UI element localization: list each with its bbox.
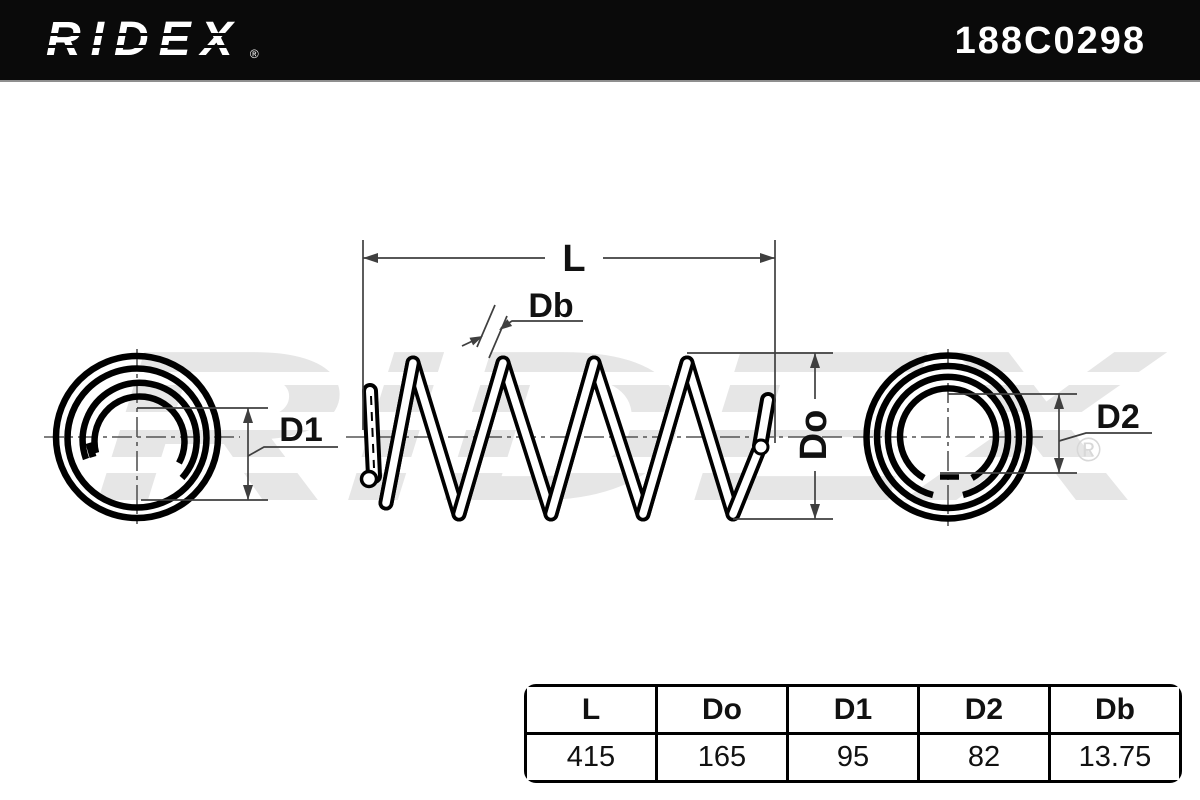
table-value-row: 415 165 95 82 13.75 [527,735,1179,780]
arrowhead [363,253,378,263]
arrowhead [760,253,775,263]
dimension-Do: Do [687,352,835,520]
wire-end-left [359,383,382,489]
arrowhead [1054,458,1064,473]
dimension-label-D2: D2 [1096,398,1139,436]
wire-end-cap [752,438,770,456]
wire-end-cap [359,469,379,489]
header-bar: RIDEX ® 188C0298 [0,0,1200,82]
dimension-label-Db: Db [528,287,573,325]
spring-coil-ring [884,373,1012,499]
arrowhead [810,504,820,519]
watermark-registered-mark: ® [1076,431,1101,469]
arrowhead [243,485,253,500]
wire-end-cap [85,442,97,458]
table-header-row: L Do D1 D2 Db [527,687,1179,735]
value-Db: 13.75 [1050,735,1179,780]
col-header-D1: D1 [788,687,920,735]
dimension-label-D1: D1 [279,411,322,449]
col-header-Do: Do [657,687,789,735]
hidden-edge-line [370,395,375,469]
value-L: 415 [527,735,658,780]
arrowhead [469,336,483,346]
spring-coil-ring [863,352,1033,522]
dimension-L: L [362,238,776,443]
col-header-D2: D2 [919,687,1051,735]
spring-coil-ring [79,379,200,481]
spring-coil-ring [896,385,1000,481]
value-Do: 165 [657,735,789,780]
dimension-label-L: L [562,238,585,280]
dimensions-table: L Do D1 D2 Db 415 165 95 82 13.75 [524,684,1182,783]
brand-registered-mark: ® [249,47,259,61]
wire-end-right [752,392,776,456]
col-header-Db: Db [1050,687,1179,735]
spec-table: L Do D1 D2 Db 415 165 95 82 13.75 [524,684,1182,783]
part-number: 188C0298 [954,20,1146,62]
coil-front-strokes [378,355,766,522]
logo-stripe-cut [38,33,318,36]
caliper-line [488,315,508,359]
brand-logo-text: RIDEX [46,13,243,66]
dimension-D2: D2 [940,393,1152,474]
spring-coil-ring [52,352,222,522]
arrowhead [810,353,820,368]
dimension-Db: Db [461,287,583,359]
col-header-L: L [527,687,658,735]
spring-coil-ring [64,365,210,511]
arrowhead [243,408,253,423]
caliper-line [476,304,496,348]
leader-line [247,446,338,457]
arrowhead [1054,394,1064,409]
spring-side-view [359,355,776,522]
spring-end-view-right [863,352,1033,522]
dimension-D1: D1 [137,407,338,501]
value-D2: 82 [919,735,1051,780]
value-D1: 95 [788,735,920,780]
spring-coil-ring [91,393,188,465]
leader-line [1058,432,1152,442]
logo-stripe-cut [38,45,318,48]
arrowhead [499,319,513,330]
spring-coil-ring [873,362,1023,512]
spring-end-view-left [52,352,222,522]
dimension-label-Do: Do [793,410,835,461]
brand-logo: RIDEX ® [38,13,318,66]
